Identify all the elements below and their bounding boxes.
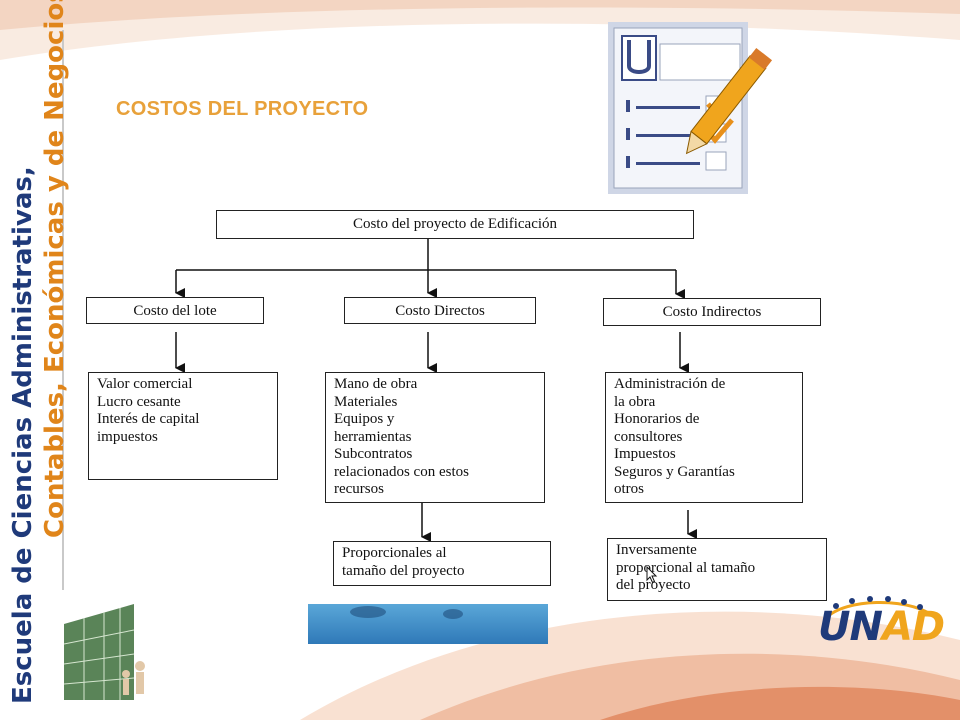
direct-cost-note: Proporcionales al tamaño del proyecto [333, 541, 551, 586]
list-item: la obra [614, 393, 656, 410]
indirect-cost-box: Costo Indirectos [603, 298, 821, 326]
list-item: Mano de obra [334, 376, 418, 392]
list-item: consultores [614, 428, 683, 445]
note-line: Inversamente [616, 542, 697, 558]
mouse-cursor-icon [646, 566, 658, 584]
survey-checklist-icon [608, 22, 773, 194]
note-line: Proporcionales al [342, 545, 447, 561]
photo-strip [308, 604, 548, 644]
list-item: herramientas [334, 428, 412, 445]
root-cost-box: Costo del proyecto de Edificación [216, 210, 694, 239]
list-item: recursos [334, 481, 384, 497]
list-item: Lucro cesante [97, 393, 181, 410]
logo-text-un: UN [818, 604, 883, 650]
lot-cost-box: Costo del lote [86, 297, 264, 324]
direct-cost-items: Mano de obra Materiales Equipos y herram… [325, 372, 545, 503]
unad-logo: UNAD [806, 596, 945, 668]
direct-cost-box: Costo Directos [344, 297, 536, 324]
list-item: impuestos [97, 428, 158, 445]
note-line: tamaño del proyecto [342, 562, 465, 579]
indirect-cost-items: Administración de la obra Honorarios de … [605, 372, 803, 503]
list-item: Impuestos [614, 446, 676, 462]
building-graphic [63, 604, 145, 700]
list-item: Seguros y Garantías [614, 463, 735, 480]
list-item: otros [614, 481, 644, 497]
note-line: del proyecto [616, 577, 691, 593]
list-item: Valor comercial [97, 376, 193, 392]
lot-cost-items: Valor comercial Lucro cesante Interés de… [88, 372, 278, 480]
list-item: Honorarios de [614, 411, 700, 427]
slide-title: COSTOS DEL PROYECTO [116, 98, 369, 120]
list-item: Equipos y [334, 411, 395, 427]
side-divider [62, 30, 64, 590]
list-item: Interés de capital [97, 411, 200, 427]
list-item: Subcontratos [334, 446, 413, 462]
indirect-cost-note: Inversamente proporcional al tamaño del … [607, 538, 827, 601]
list-item: Materiales [334, 393, 398, 410]
list-item: relacionados con estos [334, 463, 469, 480]
list-item: Administración de [614, 376, 726, 392]
logo-text-ad: AD [881, 604, 945, 650]
